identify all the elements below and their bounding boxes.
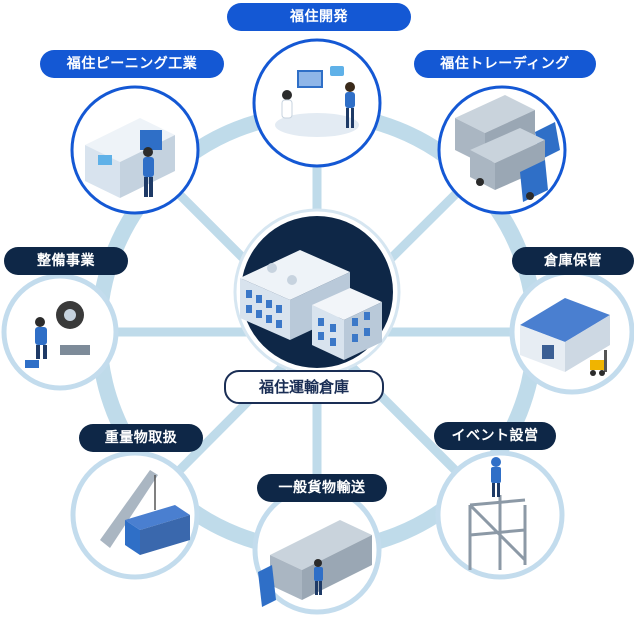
center-hub bbox=[235, 210, 399, 374]
node-maintenance bbox=[4, 276, 116, 388]
label-peening: 福住ピーニング工業 bbox=[40, 50, 224, 78]
center-label: 福住運輸倉庫 bbox=[224, 370, 384, 404]
node-trading bbox=[439, 87, 565, 213]
label-freight: 一般貨物輸送 bbox=[257, 474, 387, 502]
node-freight bbox=[255, 488, 379, 612]
node-storage bbox=[512, 272, 632, 392]
node-heavy bbox=[73, 453, 197, 577]
node-development bbox=[254, 40, 380, 166]
label-heavy: 重量物取扱 bbox=[79, 424, 203, 452]
label-maintenance: 整備事業 bbox=[4, 247, 128, 275]
node-event bbox=[438, 453, 562, 577]
label-trading: 福住トレーディング bbox=[414, 50, 596, 78]
node-peening bbox=[72, 87, 198, 213]
label-development: 福住開発 bbox=[227, 3, 411, 31]
label-event: イベント設営 bbox=[434, 422, 556, 450]
label-storage: 倉庫保管 bbox=[512, 247, 634, 275]
